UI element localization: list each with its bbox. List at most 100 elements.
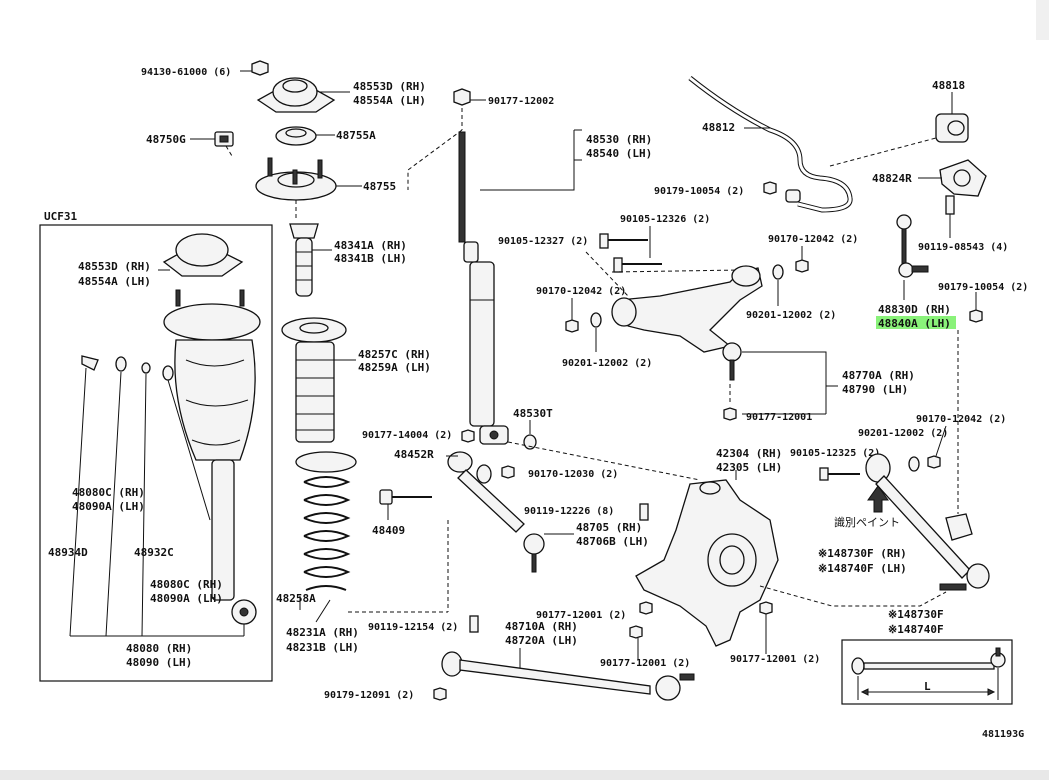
- nut-48530t: [523, 434, 537, 450]
- stabilizer-link-48830d: [896, 214, 929, 278]
- label-90177-12001-a: 90177-12001 (2): [536, 610, 626, 621]
- window-corner: [1036, 0, 1049, 40]
- label-48080c-2: 48080C (RH): [150, 578, 223, 591]
- label-90119-12154: 90119-12154 (2): [368, 622, 458, 633]
- washer-90201-12002-c: [908, 456, 920, 472]
- label-48812: 48812: [702, 121, 735, 134]
- bolt-90119-12226: [639, 503, 649, 521]
- label-48341a: 48341A (RH): [334, 239, 407, 252]
- nut-90177-12001-d: [723, 407, 737, 421]
- label-90179-10054-a: 90179-10054 (2): [654, 186, 744, 197]
- nut-90179-12091: [433, 687, 447, 701]
- bolt-90105-12325: [819, 467, 860, 481]
- upper-mount-ucf: [162, 233, 244, 277]
- label-90201-12002-a: 90201-12002 (2): [562, 358, 652, 369]
- label-48750g: 48750G: [146, 133, 186, 146]
- bracket-48824r: [939, 159, 987, 197]
- label-48090: 48090 (LH): [126, 656, 192, 669]
- bolt-90105-12326: [613, 257, 662, 273]
- label-148740f-b: ※148740F: [888, 623, 944, 636]
- washer-90201-12002-a: [590, 312, 602, 328]
- inset-box: [841, 639, 1013, 705]
- label-48553d-ucf: 48553D (RH): [78, 260, 151, 273]
- label-90170-12042-a: 90170-12042 (2): [536, 286, 626, 297]
- label-48231a: 48231A (RH): [286, 626, 359, 639]
- link-48452r: [447, 451, 525, 533]
- cushion-48750g: [214, 131, 234, 147]
- label-90170-12042-c: 90170-12042 (2): [916, 414, 1006, 425]
- label-48554a-ucf: 48554A (LH): [78, 275, 151, 288]
- label-42304: 42304 (RH): [716, 447, 782, 460]
- bolt-90105-12327: [599, 233, 648, 249]
- washer-90201-12002-b: [772, 264, 784, 280]
- label-48720a: 48720A (LH): [505, 634, 578, 647]
- nut-90170-12030: [501, 465, 515, 479]
- upper-mount-48553d: [256, 77, 336, 113]
- bearing-48755a: [275, 126, 317, 146]
- small-parts-ucf: [81, 355, 174, 381]
- nut-90170-12042-a: [565, 319, 579, 333]
- nut-90179-10054-a: [763, 181, 777, 195]
- bumper-48341a: [289, 223, 319, 297]
- label-48090a-2: 48090A (LH): [150, 592, 223, 605]
- label-48755a: 48755A: [336, 129, 376, 142]
- rod-48710a: [441, 651, 695, 701]
- label-42305: 42305 (LH): [716, 461, 782, 474]
- label-90201-12002-b: 90201-12002 (2): [746, 310, 836, 321]
- label-90119-12226: 90119-12226 (8): [524, 506, 614, 517]
- label-48790: 48790 (LH): [842, 383, 908, 396]
- nut-90179-10054-b: [969, 309, 983, 323]
- label-90177-12001-d: 90177-12001: [746, 412, 812, 423]
- label-90179-10054-b: 90179-10054 (2): [938, 282, 1028, 293]
- label-48553d-top: 48553D (RH): [353, 80, 426, 93]
- label-48080c-1: 48080C (RH): [72, 486, 145, 499]
- nut-94130: [251, 60, 269, 76]
- label-48770a: 48770A (RH): [842, 369, 915, 382]
- nut-90170-12042-b: [795, 259, 809, 273]
- support-48755: [255, 157, 337, 201]
- label-90105-12325: 90105-12325 (2): [790, 448, 880, 459]
- label-48258a: 48258A: [276, 592, 316, 605]
- label-90105-12326: 90105-12326 (2): [620, 214, 710, 225]
- label-148730f: ※148730F (RH): [818, 547, 907, 560]
- label-90177-12001-b: 90177-12001 (2): [600, 658, 690, 669]
- knuckle-42304: [635, 479, 779, 647]
- stabilizer-bar-48812: [688, 76, 853, 213]
- highlight-48840a: [876, 316, 956, 329]
- label-90119-08543: 90119-08543 (4): [918, 242, 1008, 253]
- label-48818: 48818: [932, 79, 965, 92]
- label-48710a: 48710A (RH): [505, 620, 578, 633]
- label-90201-12002-c: 90201-12002 (2): [858, 428, 948, 439]
- label-148740f: ※148740F (LH): [818, 562, 907, 575]
- label-94130: 94130-61000 (6): [141, 67, 231, 78]
- label-48540: 48540 (LH): [586, 147, 652, 160]
- air-spring-ucf: [163, 289, 261, 625]
- bushing-48818: [935, 113, 969, 143]
- paint-note: 識別ペイント: [834, 516, 900, 529]
- bolt-48409: [379, 489, 432, 505]
- label-90177-14004: 90177-14004 (2): [362, 430, 452, 441]
- label-90179-12091: 90179-12091 (2): [324, 690, 414, 701]
- lower-arm-148730f: [865, 453, 990, 591]
- nut-90177-12001-a: [639, 601, 653, 615]
- label-48705: 48705 (RH): [576, 521, 642, 534]
- label-90170-12030: 90170-12030 (2): [528, 469, 618, 480]
- spring-seat-48258a: [295, 451, 357, 473]
- boot-48257c: [281, 317, 347, 443]
- inset-arm-drawing: [851, 647, 1006, 700]
- arm-48705: [523, 533, 545, 573]
- dimension-l: L: [924, 680, 931, 693]
- label-48452r: 48452R: [394, 448, 434, 461]
- ucf31-frame: [39, 224, 273, 682]
- label-48341b: 48341B (LH): [334, 252, 407, 265]
- label-48257c: 48257C (RH): [358, 348, 431, 361]
- label-48530: 48530 (RH): [586, 133, 652, 146]
- ucf31-label: UCF31: [44, 210, 77, 223]
- label-48824r: 48824R: [872, 172, 912, 185]
- label-90177-12001-c: 90177-12001 (2): [730, 654, 820, 665]
- bolt-90119-12154: [469, 615, 479, 633]
- arrow-icon: [867, 485, 889, 513]
- nut-90177-12001-b: [629, 625, 643, 639]
- label-48755: 48755: [363, 180, 396, 193]
